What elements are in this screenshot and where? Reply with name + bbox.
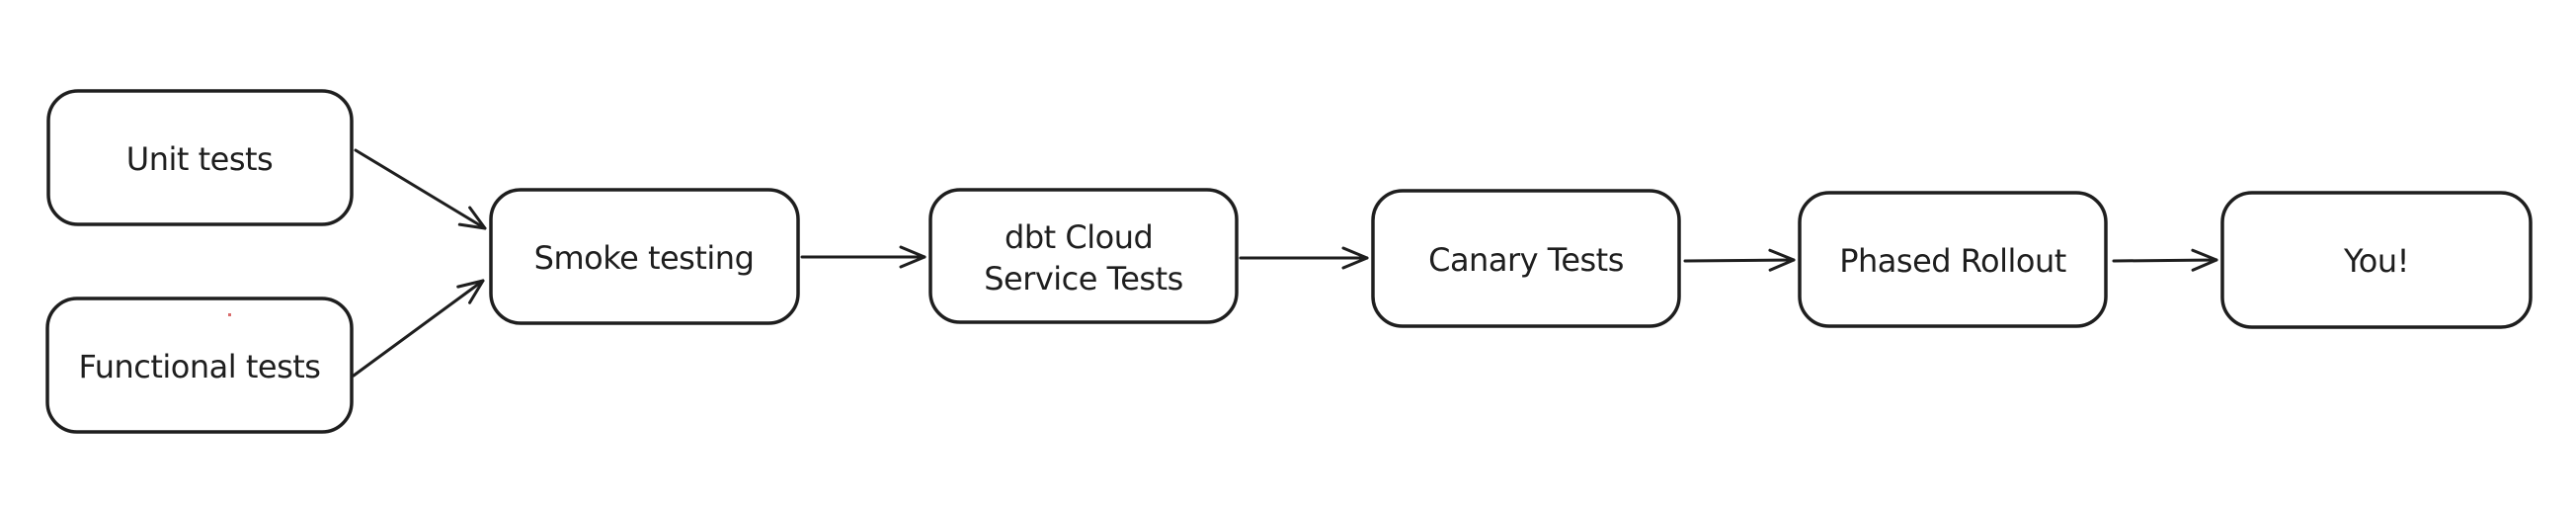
node-box-canary-tests[interactable]	[1371, 189, 1681, 328]
edge-phased-rollout-to-you[interactable]	[2112, 248, 2218, 272]
node-functional-tests[interactable]: Functional tests	[45, 297, 354, 434]
node-label-line-1: dbt Cloud	[1005, 218, 1153, 256]
edge-canary-tests-to-phased-rollout[interactable]	[1683, 248, 1796, 272]
node-label-functional-tests: Functional tests	[79, 348, 321, 385]
node-label-unit-tests: Unit tests	[126, 140, 273, 178]
stray-red-dot	[228, 313, 231, 316]
node-unit-tests[interactable]: Unit tests	[46, 89, 354, 226]
node-box-you[interactable]	[2220, 191, 2533, 329]
node-you[interactable]: You!	[2220, 191, 2533, 329]
node-label-smoke-testing: Smoke testing	[534, 239, 755, 277]
node-label-line-2: Service Tests	[984, 260, 1183, 298]
node-dbt-cloud-service-tests[interactable]: dbt Cloud Service Tests	[928, 188, 1239, 324]
node-canary-tests[interactable]: Canary Tests	[1371, 189, 1681, 328]
node-box-dbt-cloud-service-tests[interactable]	[928, 188, 1239, 324]
node-box-phased-rollout[interactable]	[1798, 191, 2108, 328]
edge-functional-tests-to-smoke-testing[interactable]	[352, 279, 485, 378]
node-label-you: You!	[2343, 242, 2409, 280]
node-box-smoke-testing[interactable]	[489, 188, 800, 325]
node-label-canary-tests: Canary Tests	[1428, 241, 1624, 279]
node-label-dbt-cloud-service-tests: dbt Cloud Service Tests	[984, 218, 1183, 298]
node-phased-rollout[interactable]: Phased Rollout	[1798, 191, 2108, 328]
node-smoke-testing[interactable]: Smoke testing	[489, 188, 800, 325]
edge-unit-tests-to-smoke-testing[interactable]	[354, 148, 487, 230]
node-box-functional-tests[interactable]	[45, 297, 354, 434]
node-label-phased-rollout: Phased Rollout	[1839, 242, 2066, 280]
node-box-unit-tests[interactable]	[46, 89, 354, 226]
